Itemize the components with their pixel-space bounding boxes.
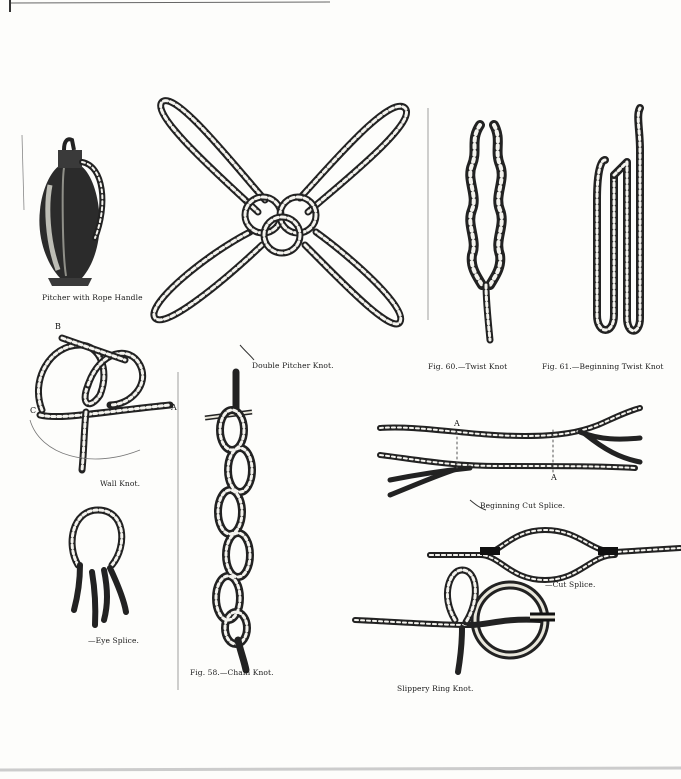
cut-splice-label-a-right: A [551, 474, 557, 482]
chain-knot-illustration [205, 372, 252, 670]
beginning-twist-knot-illustration [597, 108, 640, 331]
caption-pitcher: Pitcher with Rope Handle [42, 294, 143, 302]
wall-knot-label-a: A [171, 404, 177, 412]
caption-twist-knot: Fig. 60.—Twist Knot [428, 363, 507, 371]
beginning-cut-splice-illustration [380, 408, 640, 510]
caption-slippery-ring-knot: Slippery Ring Knot. [397, 685, 474, 693]
caption-cut-splice: —Cut Splice. [545, 581, 595, 589]
caption-chain-knot: Fig. 58.—Chain Knot. [190, 669, 274, 677]
wall-knot-illustration [30, 338, 170, 470]
caption-beginning-cut-splice: Beginning Cut Splice. [480, 502, 565, 510]
cut-splice-label-a-left: A [454, 420, 460, 428]
pitcher-illustration [39, 139, 102, 286]
eye-splice-illustration [72, 510, 126, 625]
caption-double-pitcher-knot: Double Pitcher Knot. [252, 362, 334, 370]
slippery-ring-knot-illustration [355, 570, 555, 672]
wall-knot-label-c: C [30, 407, 36, 415]
double-pitcher-knot-illustration [154, 101, 407, 360]
wall-knot-label-b: B [55, 323, 61, 331]
caption-eye-splice: —Eye Splice. [88, 637, 139, 645]
twist-knot-illustration [470, 125, 501, 340]
caption-beginning-twist-knot: Fig. 61.—Beginning Twist Knot [542, 363, 664, 371]
caption-wall-knot: Wall Knot. [100, 480, 140, 488]
